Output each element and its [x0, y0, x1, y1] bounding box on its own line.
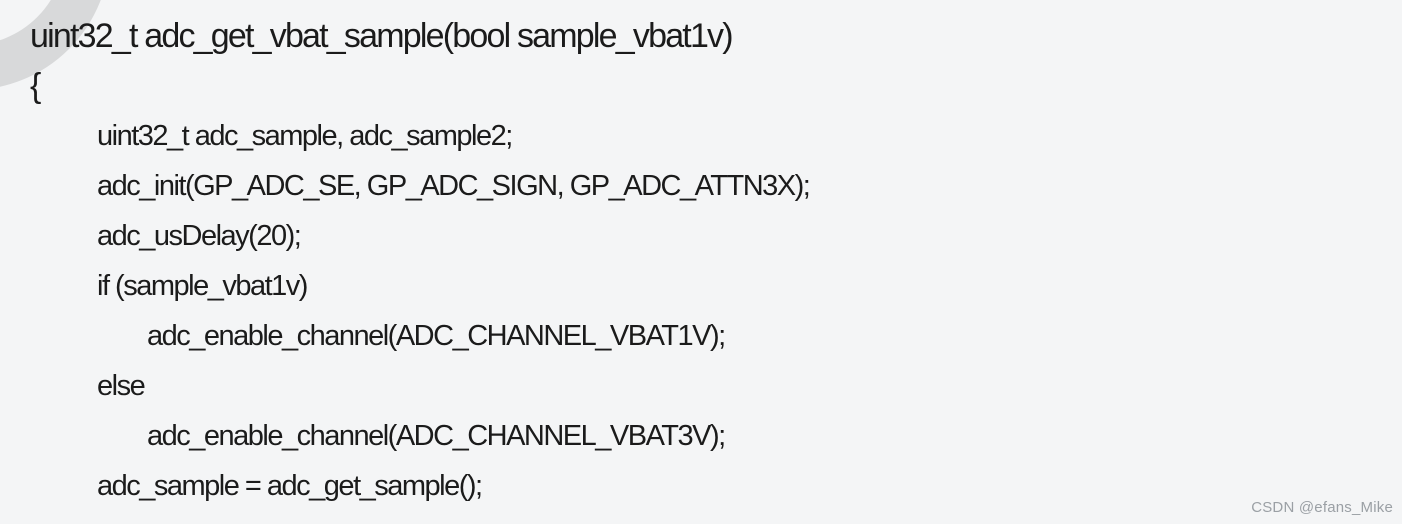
code-line-delay: adc_usDelay(20); — [97, 220, 302, 252]
code-line-if: if (sample_vbat1v) — [97, 270, 308, 302]
code-line-else: else — [97, 370, 146, 402]
code-line-open-brace: { — [30, 67, 41, 105]
code-block: uint32_t adc_get_vbat_sample(bool sample… — [30, 17, 811, 502]
code-line-enable-vbat1v: adc_enable_channel(ADC_CHANNEL_VBAT1V); — [147, 320, 726, 352]
code-line-enable-vbat3v: adc_enable_channel(ADC_CHANNEL_VBAT3V); — [147, 420, 726, 452]
code-line-get-sample: adc_sample = adc_get_sample(); — [97, 470, 483, 502]
code-line-adc-init: adc_init(GP_ADC_SE, GP_ADC_SIGN, GP_ADC_… — [97, 170, 811, 202]
code-line-declaration: uint32_t adc_sample, adc_sample2; — [97, 120, 513, 152]
code-line-function-signature: uint32_t adc_get_vbat_sample(bool sample… — [30, 17, 734, 55]
watermark-credit: CSDN @efans_Mike — [1251, 499, 1393, 516]
